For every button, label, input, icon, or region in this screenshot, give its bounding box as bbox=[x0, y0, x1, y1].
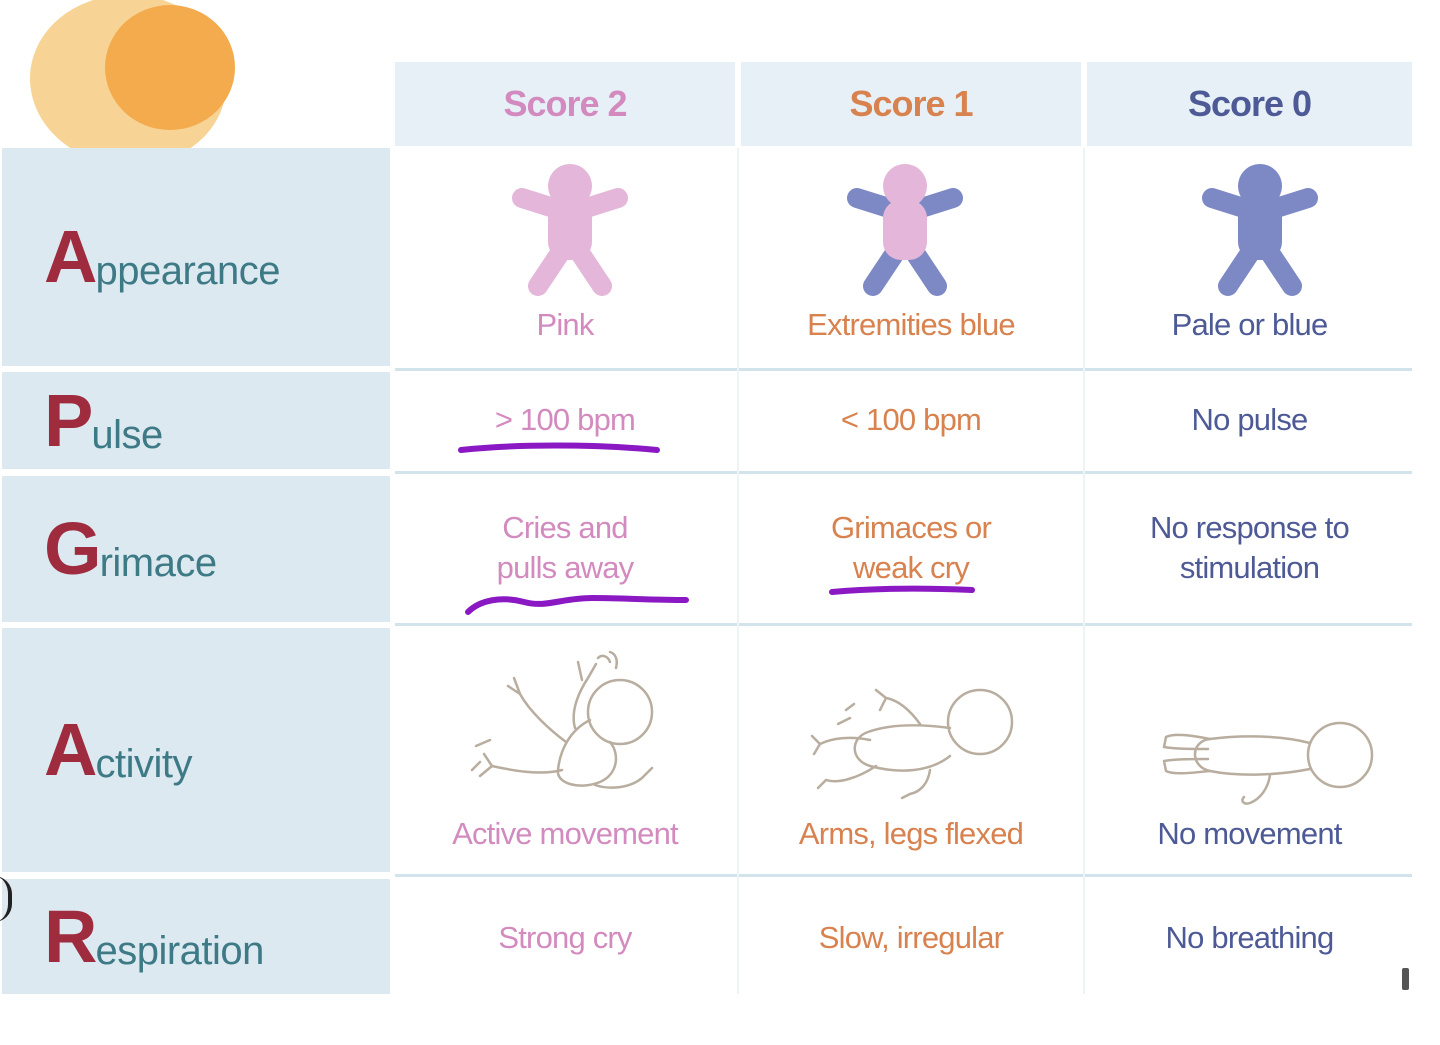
cell-line: Grimaces or bbox=[830, 509, 992, 545]
row-initial: G bbox=[44, 507, 102, 590]
cell-appearance-score-2: Pink bbox=[536, 306, 594, 342]
row-divider bbox=[395, 471, 1412, 474]
row-label-text: ctivity bbox=[95, 742, 192, 786]
cell-line: stimulation bbox=[1179, 550, 1320, 585]
row-divider bbox=[395, 368, 1412, 371]
cell-respiration-score-0: No breathing bbox=[1165, 919, 1335, 955]
cell-appearance-score-1: Extremities blue bbox=[807, 306, 1016, 342]
corner-mark bbox=[1402, 968, 1409, 990]
row-initial: P bbox=[44, 378, 93, 462]
row-divider bbox=[395, 874, 1412, 877]
cell-line: weak cry bbox=[853, 550, 970, 585]
handwritten-underline bbox=[458, 442, 660, 453]
cell-respiration-score-1: Slow, irregular bbox=[818, 919, 1004, 955]
sun-core bbox=[105, 5, 235, 130]
cell-respiration-score-2: Strong cry bbox=[498, 919, 632, 955]
sun-circle-icon bbox=[30, 0, 235, 165]
baby-blue-icon bbox=[1202, 164, 1318, 296]
handwritten-underline bbox=[829, 585, 975, 595]
cell-grimace-score-2: Cries and pulls away bbox=[395, 500, 735, 596]
row-divider bbox=[395, 623, 1412, 626]
baby-flexed-limbs-icon bbox=[810, 688, 1014, 800]
column-header-score-2: Score 2 bbox=[395, 62, 735, 146]
row-initial: R bbox=[44, 894, 97, 978]
cell-line: pulls away bbox=[496, 550, 635, 585]
cell-activity-score-1: Arms, legs flexed bbox=[798, 815, 1024, 851]
baby-pink-icon bbox=[512, 164, 628, 296]
column-divider bbox=[1083, 148, 1085, 994]
row-label-text: rimace bbox=[99, 541, 218, 585]
baby-pink-blue-extremities-icon bbox=[847, 164, 963, 296]
row-label-text: espiration bbox=[95, 928, 264, 973]
baby-limp-icon bbox=[1162, 721, 1374, 805]
cell-grimace-score-1: Grimaces or weak cry bbox=[741, 500, 1081, 596]
cell-pulse-score-0: No pulse bbox=[1191, 401, 1309, 437]
row-label-text: ulse bbox=[91, 412, 163, 457]
baby-active-movement-icon bbox=[470, 650, 654, 789]
cell-activity-score-2: Active movement bbox=[452, 815, 679, 851]
cell-pulse-score-2: > 100 bpm bbox=[494, 401, 636, 437]
cell-line: Cries and bbox=[502, 509, 628, 545]
column-header-score-0: Score 0 bbox=[1087, 62, 1412, 146]
cell-appearance-score-0: Pale or blue bbox=[1171, 306, 1329, 342]
column-header-score-1: Score 1 bbox=[741, 62, 1081, 146]
edge-mark bbox=[0, 876, 12, 922]
cell-line: No response to bbox=[1149, 509, 1350, 545]
cell-pulse-score-1: < 100 bpm bbox=[840, 401, 982, 437]
cell-grimace-score-0: No response to stimulation bbox=[1087, 500, 1412, 596]
row-initial: A bbox=[44, 708, 97, 791]
handwritten-underline bbox=[465, 594, 689, 615]
cell-activity-score-0: No movement bbox=[1157, 815, 1342, 851]
row-initial: A bbox=[44, 215, 97, 298]
column-divider bbox=[737, 148, 739, 994]
row-label-text: ppearance bbox=[95, 249, 280, 293]
